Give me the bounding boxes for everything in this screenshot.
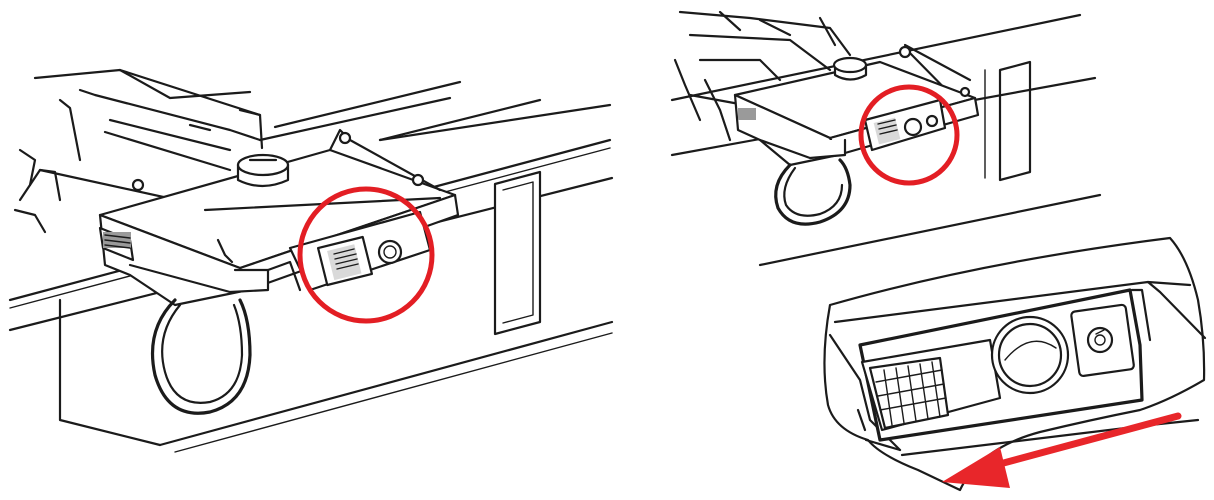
left-panel (8, 68, 614, 453)
slide-direction-arrow-icon (942, 412, 1182, 488)
highlight-circle-icon (297, 186, 435, 324)
closeup-switch (856, 288, 1152, 452)
closeup-slider (860, 338, 1002, 432)
closeup-indicator (1070, 303, 1135, 378)
right-top-panel (670, 10, 1102, 267)
right-top-ring (774, 158, 852, 226)
left-bolt (236, 153, 290, 188)
closeup-outline (823, 236, 1206, 492)
right-top-switch (863, 98, 947, 152)
left-ring (151, 298, 252, 415)
right-bottom-panel (823, 236, 1207, 492)
left-side-clip (98, 213, 270, 307)
left-slot (493, 170, 542, 336)
highlight-circle-icon (858, 84, 960, 186)
closeup-lens (990, 315, 1070, 395)
